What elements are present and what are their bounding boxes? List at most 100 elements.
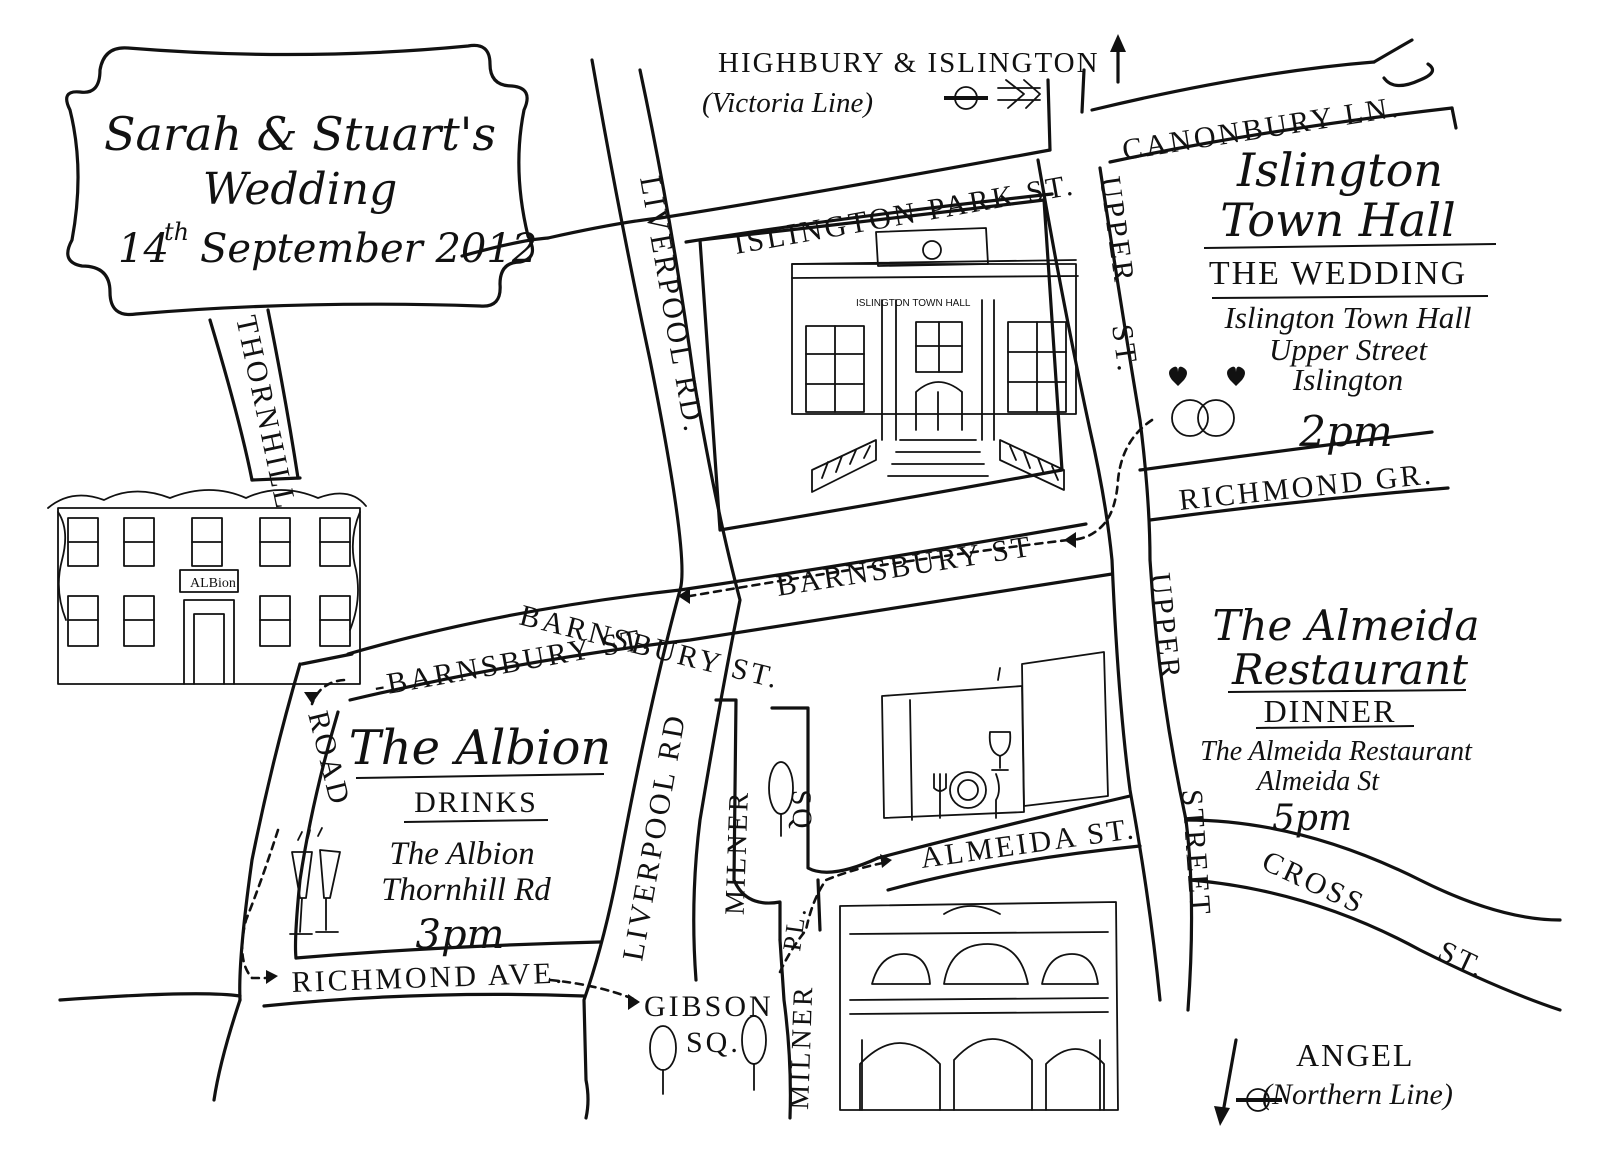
cross-st-north-edge bbox=[1184, 818, 1562, 922]
almeida-st-north-edge bbox=[876, 794, 1132, 860]
town-hall-illustration: ISLINGTON TOWN HALL bbox=[791, 227, 1079, 493]
route-segment-2 bbox=[688, 538, 1070, 598]
drinks-event-label: DRINKS bbox=[414, 786, 538, 819]
angel-station: ANGEL (Northern Line) bbox=[1214, 1037, 1453, 1126]
route-segment-4 bbox=[240, 828, 280, 980]
wedding-time: 2pm bbox=[1298, 407, 1392, 456]
tree-icon bbox=[768, 761, 794, 837]
barnsbury-st-south-edge bbox=[348, 572, 1114, 702]
drinks-address-1: The Albion bbox=[389, 836, 534, 872]
label-upper-st-south-1: UPPER bbox=[1143, 571, 1187, 682]
wedding-rings-icon bbox=[1169, 366, 1245, 437]
walking-route bbox=[240, 418, 1154, 1010]
south-arrow-icon bbox=[1214, 1038, 1238, 1126]
drinks-time: 3pm bbox=[416, 912, 505, 958]
title-line-2: Wedding bbox=[203, 164, 398, 215]
label-barnsbury-st-west: -BARNSBURY ST. bbox=[371, 622, 653, 703]
dinner-venue-info: The Almeida Restaurant DINNER The Almeid… bbox=[933, 601, 1480, 839]
wine-glass-icon bbox=[988, 731, 1012, 771]
richmond-gr-north-edge bbox=[1138, 430, 1434, 472]
islington-park-west-stub bbox=[460, 236, 550, 258]
upper-st-west-edge bbox=[1036, 158, 1162, 1002]
label-islington-park-st: ISLINGTON PARK ST. bbox=[731, 168, 1077, 261]
highbury-station-line: (Victoria Line) bbox=[702, 87, 873, 119]
route-arrow-almeida bbox=[880, 854, 892, 868]
title-date-rest: September 2012 bbox=[200, 226, 537, 272]
barnsbury-st-north-edge bbox=[346, 522, 1088, 656]
route-arrow-gibson bbox=[628, 994, 640, 1010]
label-milner-pl-2: PL. bbox=[777, 903, 812, 952]
cross-st-south-edge bbox=[1188, 878, 1562, 1012]
dinner-venue-name-1: The Almeida bbox=[1212, 601, 1479, 650]
route-arrow-richmond bbox=[266, 970, 278, 984]
highbury-station: HIGHBURY & ISLINGTON (Victoria Line) bbox=[702, 34, 1126, 119]
label-gibson-sq-2: SQ. bbox=[686, 1026, 741, 1059]
title-cartouche: Sarah & Stuart's Wedding 14 th September… bbox=[65, 43, 537, 317]
title-date-day: 14 bbox=[118, 226, 169, 272]
label-cross-st-2: ST. bbox=[1433, 934, 1492, 985]
label-milner-sq-2: SQ bbox=[785, 789, 817, 832]
islington-park-st-north-edge bbox=[546, 148, 1052, 240]
label-liverpool-rd-south: LIVERPOOL RD bbox=[616, 711, 692, 964]
drinks-venue-info: The Albion DRINKS The Albion Thornhill R… bbox=[289, 720, 612, 958]
label-richmond-gr: RICHMOND GR. bbox=[1177, 457, 1435, 517]
label-upper-st-north-1: UPPER bbox=[1093, 174, 1141, 286]
angel-station-line: (Northern Line) bbox=[1262, 1078, 1453, 1111]
dinner-event-label: DINNER bbox=[1264, 693, 1397, 729]
road-lines bbox=[58, 38, 1562, 1120]
richmond-gr-south-edge bbox=[1148, 486, 1450, 522]
title-line-1: Sarah & Stuart's bbox=[104, 107, 496, 161]
canonbury-ln-north-edge bbox=[1090, 60, 1376, 112]
label-richmond-ave: RICHMOND AVE. bbox=[291, 956, 565, 999]
albion-sign: ALBion bbox=[190, 576, 236, 591]
thornhill-cross bbox=[250, 476, 302, 482]
wedding-venue-name-1: Islington bbox=[1236, 143, 1443, 197]
tree-icon bbox=[741, 1015, 767, 1091]
thornhill-rd-tail bbox=[212, 998, 242, 1102]
barnsbury-west-stub bbox=[300, 652, 354, 666]
milner-pl-east bbox=[816, 878, 822, 932]
title-date-suffix: th bbox=[164, 218, 189, 246]
label-gibson-sq-1: GIBSON bbox=[644, 990, 774, 1023]
wedding-event-label: THE WEDDING bbox=[1209, 255, 1467, 292]
route-segment-6 bbox=[778, 860, 890, 974]
canonbury-curl bbox=[1372, 38, 1458, 130]
albion-illustration: ALBion bbox=[47, 489, 367, 685]
dinner-address-1: The Almeida Restaurant bbox=[1200, 736, 1473, 767]
liverpool-rd-west-edge bbox=[582, 58, 684, 1120]
north-arrow-icon bbox=[1110, 34, 1126, 84]
thornhill-rd-east-edge bbox=[266, 308, 300, 480]
drinks-address-2: Thornhill Rd bbox=[381, 872, 551, 908]
thornhill-rd-west-edge bbox=[208, 318, 254, 482]
national-rail-icon bbox=[997, 79, 1041, 109]
highbury-road-stub bbox=[1046, 68, 1086, 152]
highbury-station-name: HIGHBURY & ISLINGTON bbox=[718, 47, 1100, 79]
wedding-address-2: Upper Street bbox=[1269, 332, 1429, 367]
label-milner-sq-1: MILNER bbox=[720, 789, 755, 915]
milner-sq-east bbox=[770, 706, 880, 874]
angel-station-name: ANGEL bbox=[1296, 1037, 1414, 1073]
canonbury-ln-south-edge bbox=[1108, 106, 1454, 164]
route-arrow-road bbox=[304, 692, 320, 704]
wedding-address-3: Islington bbox=[1292, 362, 1403, 397]
thornhill-rd-lower-west-edge bbox=[238, 662, 302, 1002]
almeida-illustration bbox=[839, 651, 1119, 1111]
richmond-ave-north-edge bbox=[294, 940, 602, 960]
label-thornhill: THORNHILL bbox=[229, 313, 303, 514]
label-upper-st-north-2: ST. bbox=[1105, 322, 1145, 375]
drinks-venue-name: The Albion bbox=[349, 720, 612, 776]
dinner-venue-name-2: Restaurant bbox=[1231, 645, 1468, 694]
thornhill-rd-lower-east-edge bbox=[293, 710, 340, 960]
dinner-address-2: Almeida St bbox=[1255, 766, 1380, 797]
route-arrow-west bbox=[678, 588, 690, 604]
richmond-ave-far-west bbox=[58, 992, 242, 1002]
route-segment-1 bbox=[1066, 418, 1154, 542]
label-upper-st-south-2: STREET bbox=[1175, 788, 1217, 918]
underground-roundel-icon bbox=[944, 86, 988, 110]
town-hall-sign: ISLINGTON TOWN HALL bbox=[856, 298, 971, 309]
tree-icon bbox=[649, 1025, 677, 1095]
richmond-ave-south-edge bbox=[262, 992, 586, 1008]
champagne-glasses-icon bbox=[289, 827, 341, 935]
wedding-venue-info: Islington Town Hall THE WEDDING Islingto… bbox=[1169, 143, 1497, 456]
